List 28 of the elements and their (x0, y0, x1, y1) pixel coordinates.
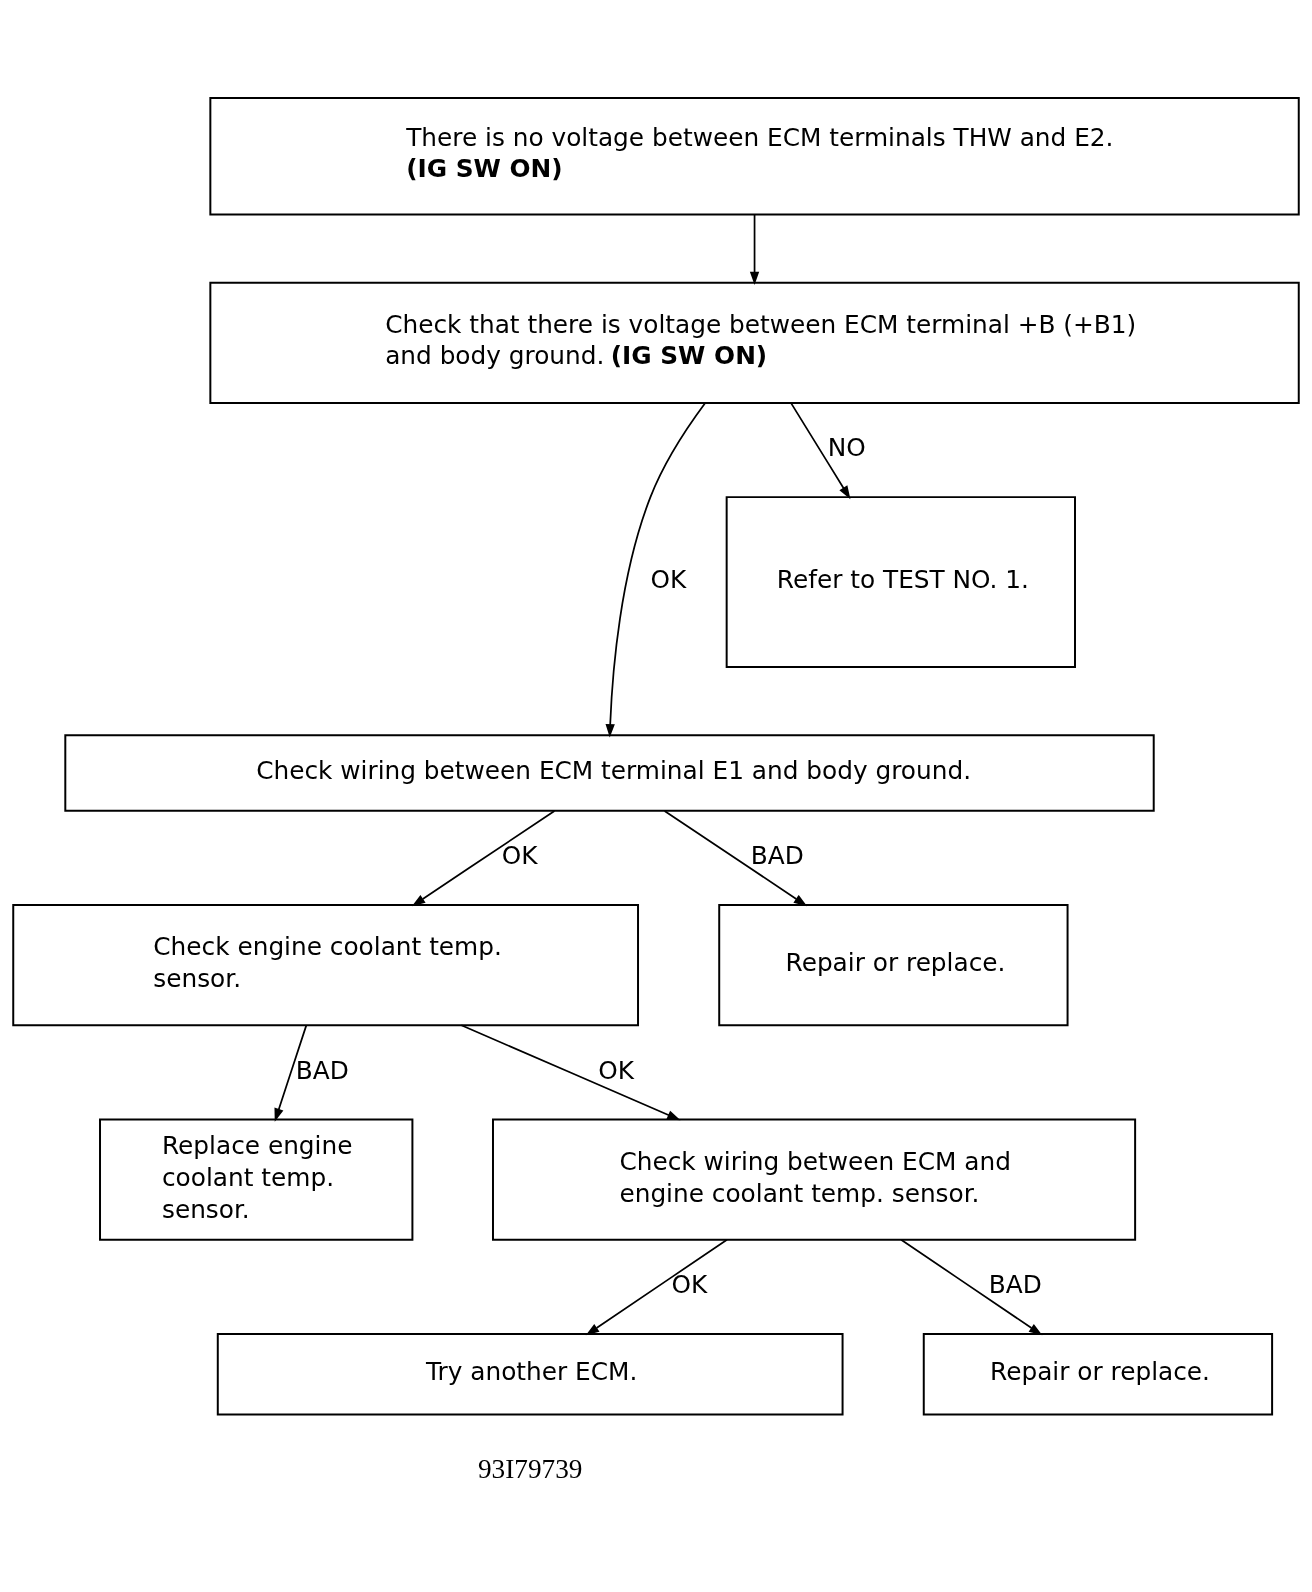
arrow (900, 1238, 1043, 1335)
arrow (585, 1238, 728, 1335)
node-box: Check wiring between ECM and engine coolant temp. sensor. (492, 1117, 1137, 1241)
arrow (274, 1024, 308, 1122)
arrow (663, 809, 808, 906)
arrow (749, 213, 760, 285)
edge-label: OK (650, 564, 687, 594)
node-box: Repair or replace. (922, 1332, 1274, 1415)
arrow (411, 809, 556, 906)
edge-label: OK (501, 840, 538, 870)
edge-label: NO (827, 432, 866, 462)
node-box: Repair or replace. (718, 903, 1069, 1026)
node-box: Try another ECM. (216, 1332, 844, 1415)
arrow (605, 401, 707, 737)
edge-label: OK (598, 1055, 635, 1085)
node-box: Replace engine coolant temp. sensor. (99, 1117, 414, 1241)
label: 93I79739 (477, 1453, 583, 1484)
node-box: Refer to TEST NO. 1. (725, 495, 1076, 668)
edge-label: OK (671, 1269, 708, 1299)
node-box: Check engine coolant temp. sensor. (12, 903, 639, 1026)
arrow (460, 1023, 681, 1120)
edge-label: BAD (750, 840, 804, 870)
edge-label: BAD (295, 1055, 349, 1085)
node-box: Check that there is voltage between ECM terminal +B (+B1) and body ground. (IG SW ON) (209, 281, 1300, 404)
arrow (790, 401, 851, 499)
node-box: There is no voltage between ECM terminals THW and E2. (IG SW ON) (209, 96, 1300, 215)
node-box: Check wiring between ECM terminal E1 and body ground. (64, 733, 1155, 812)
edge-label: BAD (988, 1269, 1042, 1299)
